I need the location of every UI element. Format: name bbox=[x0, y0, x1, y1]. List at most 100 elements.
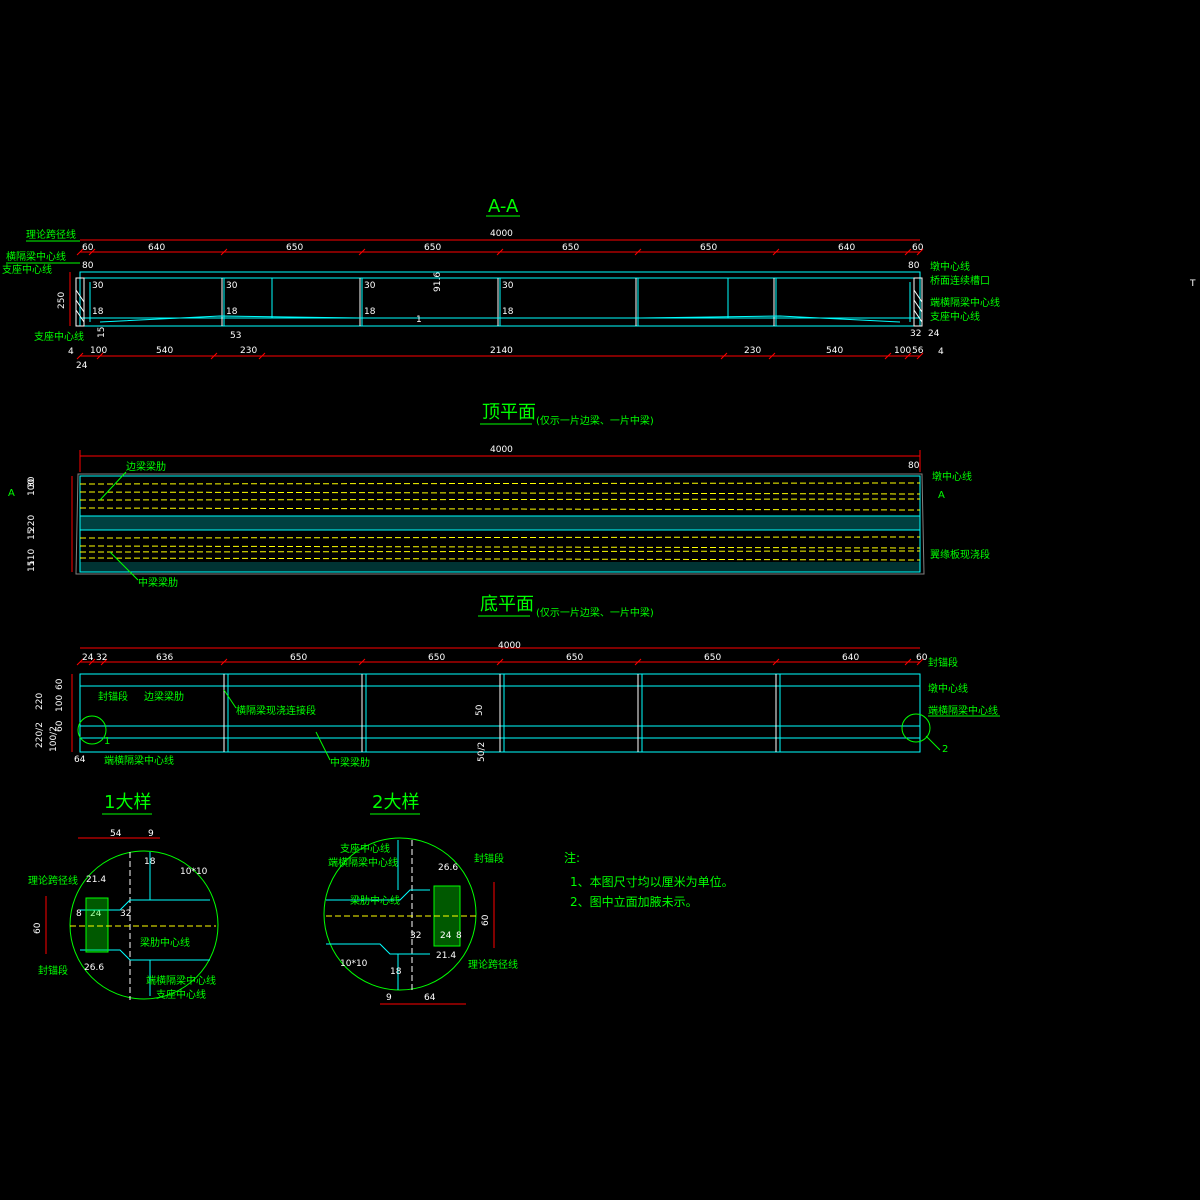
top-plan-left-dim: 15 bbox=[27, 529, 37, 540]
aa-label-span: 理论跨径线 bbox=[26, 228, 76, 241]
bp-dim-tick bbox=[772, 658, 780, 666]
bp-end-diaphragm-l: 端横隔梁中心线 bbox=[104, 754, 174, 767]
d2-span: 理论跨径线 bbox=[468, 958, 518, 971]
aa-bdim-5: 540 bbox=[826, 346, 843, 356]
bp-left-dim: 100/2 bbox=[49, 726, 59, 752]
detail2-title: 2大样 bbox=[372, 792, 419, 813]
aa-s18d: 18 bbox=[502, 307, 514, 317]
aa-bdim-1: 540 bbox=[156, 346, 173, 356]
aa-dim-1: 640 bbox=[148, 243, 165, 253]
aa-dim-tick bbox=[88, 248, 96, 256]
d1-9: 9 bbox=[148, 829, 154, 839]
bottom-plan-subtitle: (仅示一片边梁、一片中梁) bbox=[536, 606, 654, 619]
aa-dim-2: 650 bbox=[286, 243, 303, 253]
d1-32: 32 bbox=[120, 909, 131, 919]
aa-height: 250 bbox=[57, 292, 67, 309]
bottom-plan: 底平面 (仅示一片边梁、一片中梁) 4000 24 32 636 650 650… bbox=[35, 594, 1000, 769]
aa-s18b: 18 bbox=[226, 307, 238, 317]
aa-s30a: 30 bbox=[92, 281, 104, 291]
bp-dim-6: 650 bbox=[704, 653, 721, 663]
top-plan: 顶平面 (仅示一片边梁、一片中梁) 4000 80 A A 3010022015… bbox=[8, 402, 990, 589]
top-plan-edge-rib: 边梁梁肋 bbox=[126, 460, 166, 473]
top-plan-hidden-line bbox=[79, 491, 921, 495]
bp-marker-2: 2 bbox=[942, 744, 948, 755]
top-plan-hidden-line bbox=[79, 507, 921, 511]
top-plan-dim80: 80 bbox=[908, 461, 920, 471]
aa-total-dim: 4000 bbox=[490, 229, 513, 239]
bp-seal: 封锚段 bbox=[98, 690, 128, 703]
top-plan-total: 4000 bbox=[490, 445, 513, 455]
bp-dim-tick bbox=[220, 658, 228, 666]
aa-s18c: 18 bbox=[364, 307, 376, 317]
aa-dim-tick bbox=[76, 248, 84, 256]
aa-label-bearing2: 支座中心线 bbox=[34, 330, 84, 343]
detail-2: 2大样 26.6 32 24 8 21.4 60 10*10 18 9 64 支… bbox=[323, 792, 518, 1005]
d2-32: 32 bbox=[410, 931, 421, 941]
aa-bdim-6: 100 bbox=[894, 346, 911, 356]
notes-item-2: 2、图中立面加腋未示。 bbox=[570, 894, 698, 909]
d2-24: 24 bbox=[440, 931, 452, 941]
bottom-plan-title: 底平面 bbox=[480, 594, 534, 615]
bp-left-dim: 100 bbox=[55, 695, 65, 712]
top-plan-mid-rib: 中梁梁肋 bbox=[138, 576, 178, 589]
d1-214: 21.4 bbox=[86, 875, 106, 885]
aa-dim-5: 650 bbox=[700, 243, 717, 253]
aa-dim-0: 60 bbox=[82, 243, 94, 253]
top-plan-hidden-line bbox=[79, 545, 921, 549]
aa-dim-4: 650 bbox=[562, 243, 579, 253]
bp-dim-tick bbox=[634, 658, 642, 666]
notes: 注: 1、本图尺寸均以厘米为单位。 2、图中立面加腋未示。 bbox=[564, 850, 734, 909]
top-plan-left-dim: 220 bbox=[27, 515, 37, 532]
aa-label-deck: 桥面连续槽口 bbox=[930, 274, 990, 287]
aa-bdim-tick bbox=[96, 352, 104, 360]
d1-8: 8 bbox=[76, 909, 82, 919]
aa-s916: 91.6 bbox=[433, 272, 443, 292]
d2-266: 26.6 bbox=[438, 863, 458, 873]
aa-s30d: 30 bbox=[502, 281, 514, 291]
bp-dim-tick bbox=[916, 658, 924, 666]
aa-label-diaphragm: 横隔梁中心线 bbox=[6, 250, 66, 263]
d2-8: 8 bbox=[456, 931, 462, 941]
aa-label-pier: 墩中心线 bbox=[930, 260, 970, 273]
d1-rib: 梁肋中心线 bbox=[140, 936, 190, 949]
bp-mid-50: 50 bbox=[475, 704, 485, 716]
d2-bearing: 支座中心线 bbox=[340, 842, 390, 855]
aa-s1: 1 bbox=[416, 315, 422, 325]
top-plan-pier: 墩中心线 bbox=[932, 470, 972, 483]
aa-bdim-4: 230 bbox=[744, 346, 761, 356]
d1-10: 10*10 bbox=[180, 867, 208, 877]
aa-s30c: 30 bbox=[364, 281, 376, 291]
bp-dim-4: 650 bbox=[428, 653, 445, 663]
aa-bdim-tick bbox=[768, 352, 776, 360]
d1-span: 理论跨径线 bbox=[28, 874, 78, 887]
top-plan-title: 顶平面 bbox=[482, 402, 536, 423]
top-plan-marker-left: A bbox=[8, 488, 15, 499]
top-plan-hidden-line bbox=[79, 550, 921, 553]
aa-s24b: 24 bbox=[928, 329, 940, 339]
bp-end-diaphragm: 端横隔梁中心线 bbox=[928, 704, 998, 717]
bp-dim-0: 24 bbox=[82, 653, 94, 663]
aa-bdim-tick bbox=[720, 352, 728, 360]
notes-head: 注: bbox=[564, 850, 580, 865]
bp-seal-r: 封锚段 bbox=[928, 656, 958, 669]
bp-edge-rib: 边梁梁肋 bbox=[144, 690, 184, 703]
top-plan-left-dim: 30 bbox=[27, 476, 37, 488]
aa-bdim-0: 100 bbox=[90, 346, 107, 356]
aa-bdim-tick bbox=[884, 352, 892, 360]
d2-214: 21.4 bbox=[436, 951, 456, 961]
aa-dim-6: 640 bbox=[838, 243, 855, 253]
aa-label-end-diaphragm: 端横隔梁中心线 bbox=[930, 296, 1000, 309]
aa-dim-tick bbox=[358, 248, 366, 256]
aa-s4a: 4 bbox=[68, 347, 74, 357]
aa-bdim-tick bbox=[76, 352, 84, 360]
bp-dim-tick bbox=[904, 658, 912, 666]
bp-dim-tick bbox=[496, 658, 504, 666]
aa-s15: 15 bbox=[97, 327, 107, 338]
aa-s32: 32 bbox=[910, 329, 921, 339]
d2-end-diaphragm: 端横隔梁中心线 bbox=[328, 856, 398, 869]
bp-left-dim: 220/2 bbox=[35, 722, 45, 748]
bp-left-dim: 60 bbox=[55, 678, 65, 690]
aa-bdim-3: 2140 bbox=[490, 346, 513, 356]
aa-s18a: 18 bbox=[92, 307, 104, 317]
